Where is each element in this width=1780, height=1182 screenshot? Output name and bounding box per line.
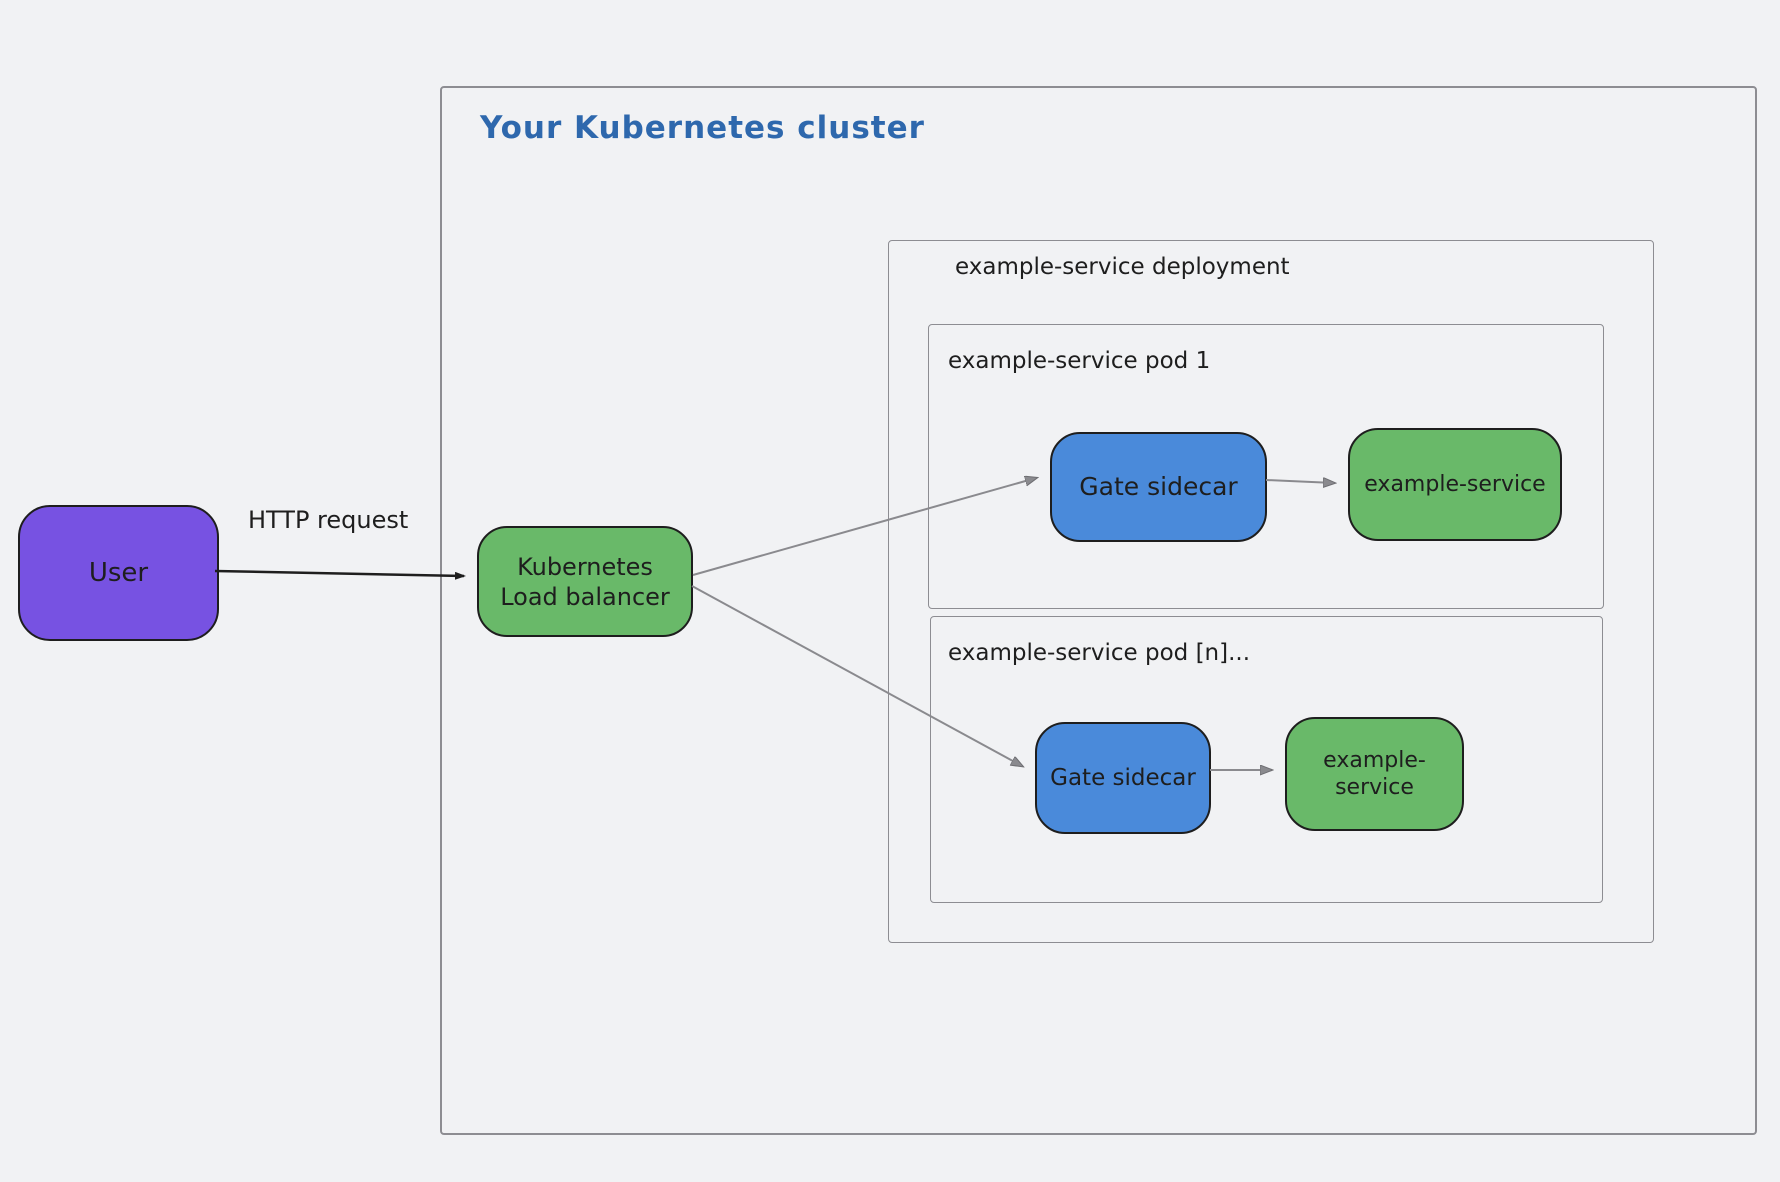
pod1-box	[928, 324, 1604, 609]
example-service-pod1-label: example-service	[1364, 471, 1546, 497]
example-service-podn-label: example-service	[1323, 747, 1426, 801]
arrow-user-to-lb	[214, 569, 466, 580]
example-service-pod1-node: example-service	[1348, 428, 1562, 541]
gate-sidecar-pod1-label: Gate sidecar	[1079, 472, 1238, 502]
load-balancer-label: Kubernetes Load balancer	[500, 552, 670, 611]
load-balancer-node: Kubernetes Load balancer	[477, 526, 693, 637]
podn-title: example-service pod [n]...	[948, 640, 1251, 666]
gate-sidecar-podn-node: Gate sidecar	[1035, 722, 1211, 834]
deployment-title: example-service deployment	[955, 254, 1290, 280]
example-service-podn-node: example-service	[1285, 717, 1464, 831]
user-node: User	[18, 505, 219, 641]
gate-sidecar-pod1-node: Gate sidecar	[1050, 432, 1267, 542]
gate-sidecar-podn-label: Gate sidecar	[1050, 764, 1196, 791]
http-request-label: HTTP request	[248, 506, 409, 534]
kubernetes-cluster-box	[440, 86, 1757, 1135]
user-node-label: User	[88, 557, 149, 588]
cluster-title: Your Kubernetes cluster	[480, 110, 925, 146]
pod1-title: example-service pod 1	[948, 348, 1211, 374]
